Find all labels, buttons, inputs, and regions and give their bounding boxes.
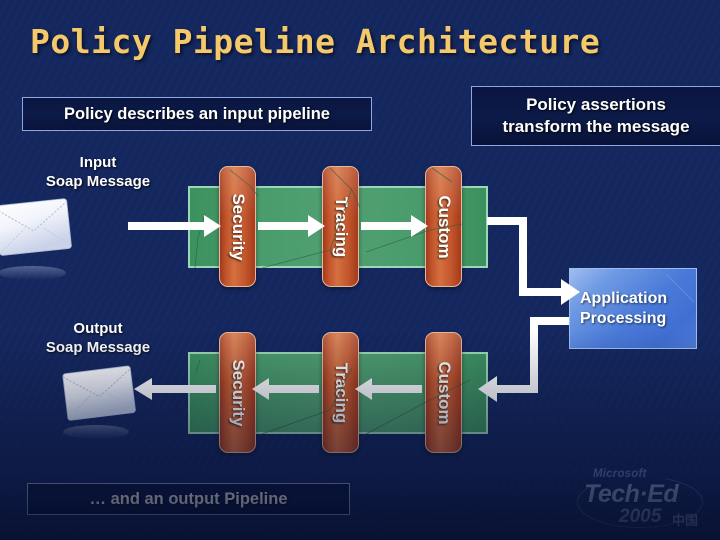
page-title: Policy Pipeline Architecture	[30, 22, 601, 61]
application-processing-line2: Processing	[580, 309, 667, 327]
callout-input-pipeline-text: Policy describes an input pipeline	[64, 104, 330, 123]
output-stage-security[interactable]: Security	[219, 332, 256, 453]
application-processing-line1: Application	[580, 289, 668, 307]
teched-logo: Microsoft Tech·Ed 2005 中国	[575, 468, 705, 530]
output-envelope-icon	[62, 365, 136, 439]
output-stage-custom[interactable]: Custom	[425, 332, 462, 453]
input-stage-security-label: Security	[228, 192, 248, 261]
input-stage-tracing[interactable]: Tracing	[322, 166, 359, 287]
input-soap-message-label: Input Soap Message	[8, 153, 188, 191]
input-stage-custom-label: Custom	[434, 194, 454, 259]
input-label-line1: Input	[79, 154, 117, 171]
logo-year: 2005	[619, 506, 662, 527]
arrow-application-to-pipeline	[478, 317, 569, 402]
callout-output-pipeline-text: … and an output Pipeline	[89, 489, 288, 508]
application-processing-box: Application Processing	[569, 268, 697, 349]
output-stage-custom-label: Custom	[434, 360, 454, 425]
output-label-line1: Output	[73, 320, 123, 337]
arrow-pipeline-to-application	[487, 217, 580, 305]
output-stage-tracing[interactable]: Tracing	[322, 332, 359, 453]
output-stage-security-label: Security	[228, 358, 248, 427]
callout-input-pipeline: Policy describes an input pipeline	[22, 97, 372, 131]
output-label-line2: Soap Message	[45, 339, 151, 356]
input-stage-tracing-label: Tracing	[331, 196, 351, 257]
input-stage-custom[interactable]: Custom	[425, 166, 462, 287]
input-envelope-icon	[0, 198, 72, 280]
callout-policy-assertions-line1: Policy assertions	[526, 95, 666, 114]
logo-event: Tech·Ed	[584, 480, 679, 508]
callout-policy-assertions: Policy assertions transform the message	[471, 86, 720, 146]
input-label-line2: Soap Message	[45, 173, 151, 190]
callout-output-pipeline: … and an output Pipeline	[27, 483, 350, 515]
output-stage-tracing-label: Tracing	[331, 362, 351, 423]
application-processing-text: Application Processing	[570, 289, 667, 329]
logo-region: 中国	[672, 513, 699, 528]
output-soap-message-label: Output Soap Message	[8, 319, 188, 357]
callout-policy-assertions-line2: transform the message	[502, 117, 690, 136]
callout-policy-assertions-text: Policy assertions transform the message	[502, 94, 689, 138]
input-stage-security[interactable]: Security	[219, 166, 256, 287]
logo-brand: Microsoft	[593, 468, 647, 480]
